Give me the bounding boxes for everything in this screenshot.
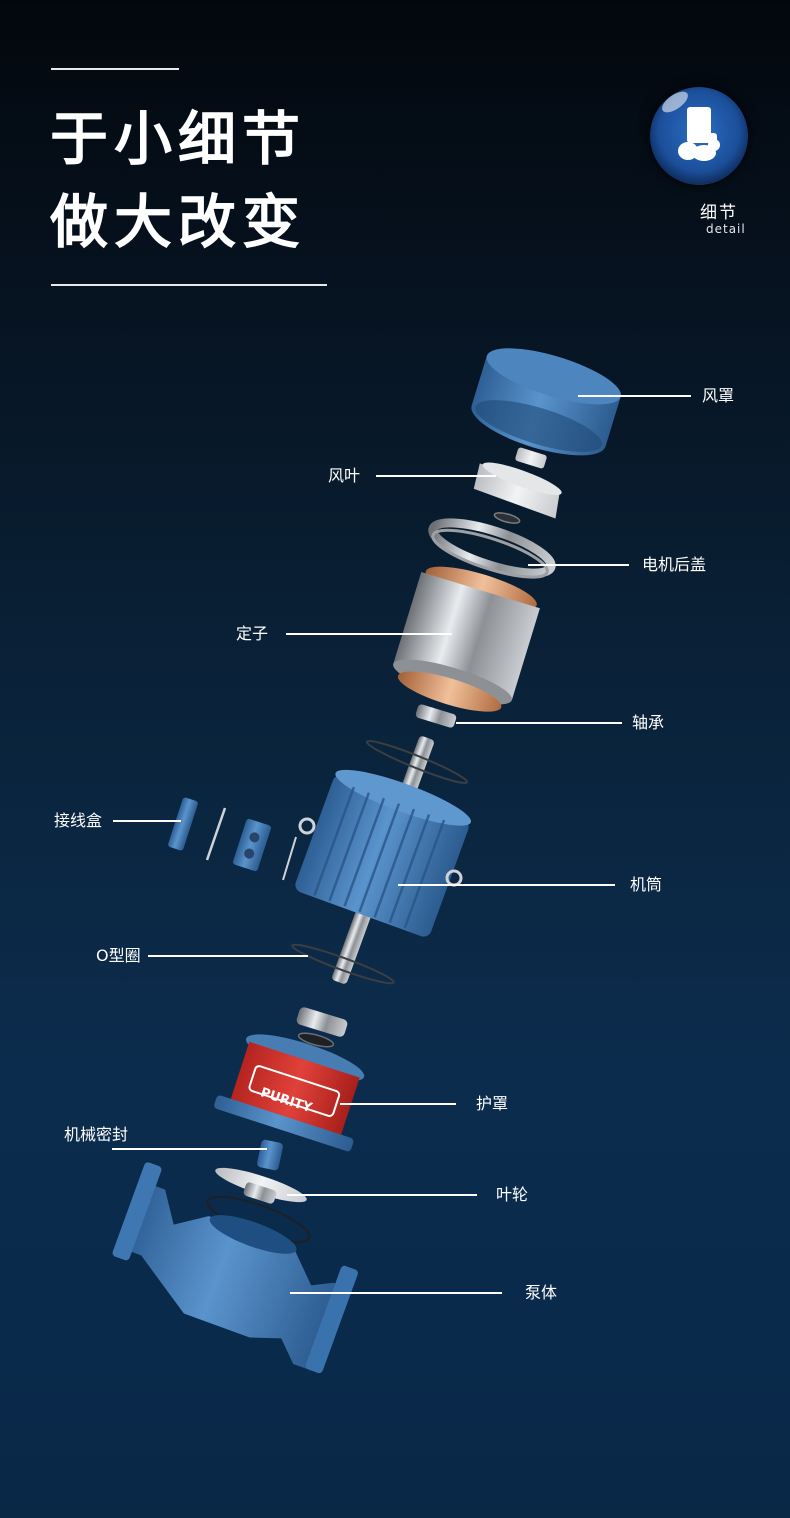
shield-label: 护罩 bbox=[476, 1094, 509, 1113]
junction-gasket-part bbox=[205, 807, 227, 861]
o-ring-part bbox=[291, 943, 395, 985]
motor-housing-part bbox=[295, 769, 472, 937]
detail-badge bbox=[650, 87, 748, 185]
junction-box-label: 接线盒 bbox=[54, 811, 103, 830]
impeller-hub-part bbox=[243, 1182, 277, 1204]
stator-label: 定子 bbox=[236, 624, 269, 643]
stator-leader bbox=[286, 633, 452, 635]
fan-blade-part bbox=[473, 462, 562, 519]
fan-cover-part bbox=[471, 348, 621, 456]
top-rule bbox=[51, 68, 179, 70]
badge-label: 细节 bbox=[700, 203, 738, 223]
motor-rear-cover-leader bbox=[528, 564, 629, 566]
mechanical-seal-label: 机械密封 bbox=[64, 1125, 129, 1144]
stator-part bbox=[393, 566, 540, 712]
shield-leader bbox=[340, 1103, 456, 1105]
motor-housing-label: 机筒 bbox=[630, 875, 663, 894]
o-ring-top-part bbox=[365, 740, 469, 784]
pump-silhouette-icon bbox=[678, 107, 720, 161]
eye-bolt-part bbox=[298, 817, 316, 835]
motor-rear-cover-part bbox=[428, 518, 556, 579]
bearing-top-part bbox=[415, 704, 457, 728]
motor-housing-leader bbox=[398, 884, 615, 886]
fan-cover-label: 风罩 bbox=[702, 386, 735, 405]
mechanical-seal-part bbox=[257, 1139, 283, 1171]
bearing-lower-part bbox=[296, 1007, 348, 1037]
badge-sublabel: detail bbox=[706, 222, 746, 236]
junction-box-base-part bbox=[233, 818, 271, 872]
bearing-label: 轴承 bbox=[632, 713, 665, 732]
shield-part bbox=[214, 1034, 365, 1152]
fan-cover-leader bbox=[578, 395, 691, 397]
motor-rear-cover-label: 电机后盖 bbox=[642, 555, 707, 574]
pump-body-leader bbox=[290, 1292, 502, 1294]
bottom-rule bbox=[51, 284, 327, 286]
fan-cap-part bbox=[515, 447, 547, 469]
junction-box-leader bbox=[113, 820, 181, 822]
bearing-leader bbox=[456, 722, 622, 724]
pump-body-label: 泵体 bbox=[525, 1283, 558, 1302]
small-seal-part bbox=[493, 512, 521, 524]
junction-box-cover-part bbox=[168, 797, 198, 851]
page-title-line2: 做大改变 bbox=[50, 188, 307, 256]
impeller-leader bbox=[287, 1194, 477, 1196]
lower-seal-part bbox=[297, 1032, 335, 1048]
impeller-disk-part bbox=[215, 1167, 307, 1203]
fan-blade-label: 风叶 bbox=[328, 466, 361, 485]
o-ring-label: O型圈 bbox=[96, 946, 141, 965]
mechanical-seal-leader bbox=[112, 1148, 267, 1150]
impeller-label: 叶轮 bbox=[496, 1185, 529, 1204]
page-title-line1: 于小细节 bbox=[50, 105, 307, 173]
o-ring-leader bbox=[148, 955, 308, 957]
fan-blade-leader bbox=[376, 475, 496, 477]
junction-gasket-part bbox=[282, 836, 297, 881]
